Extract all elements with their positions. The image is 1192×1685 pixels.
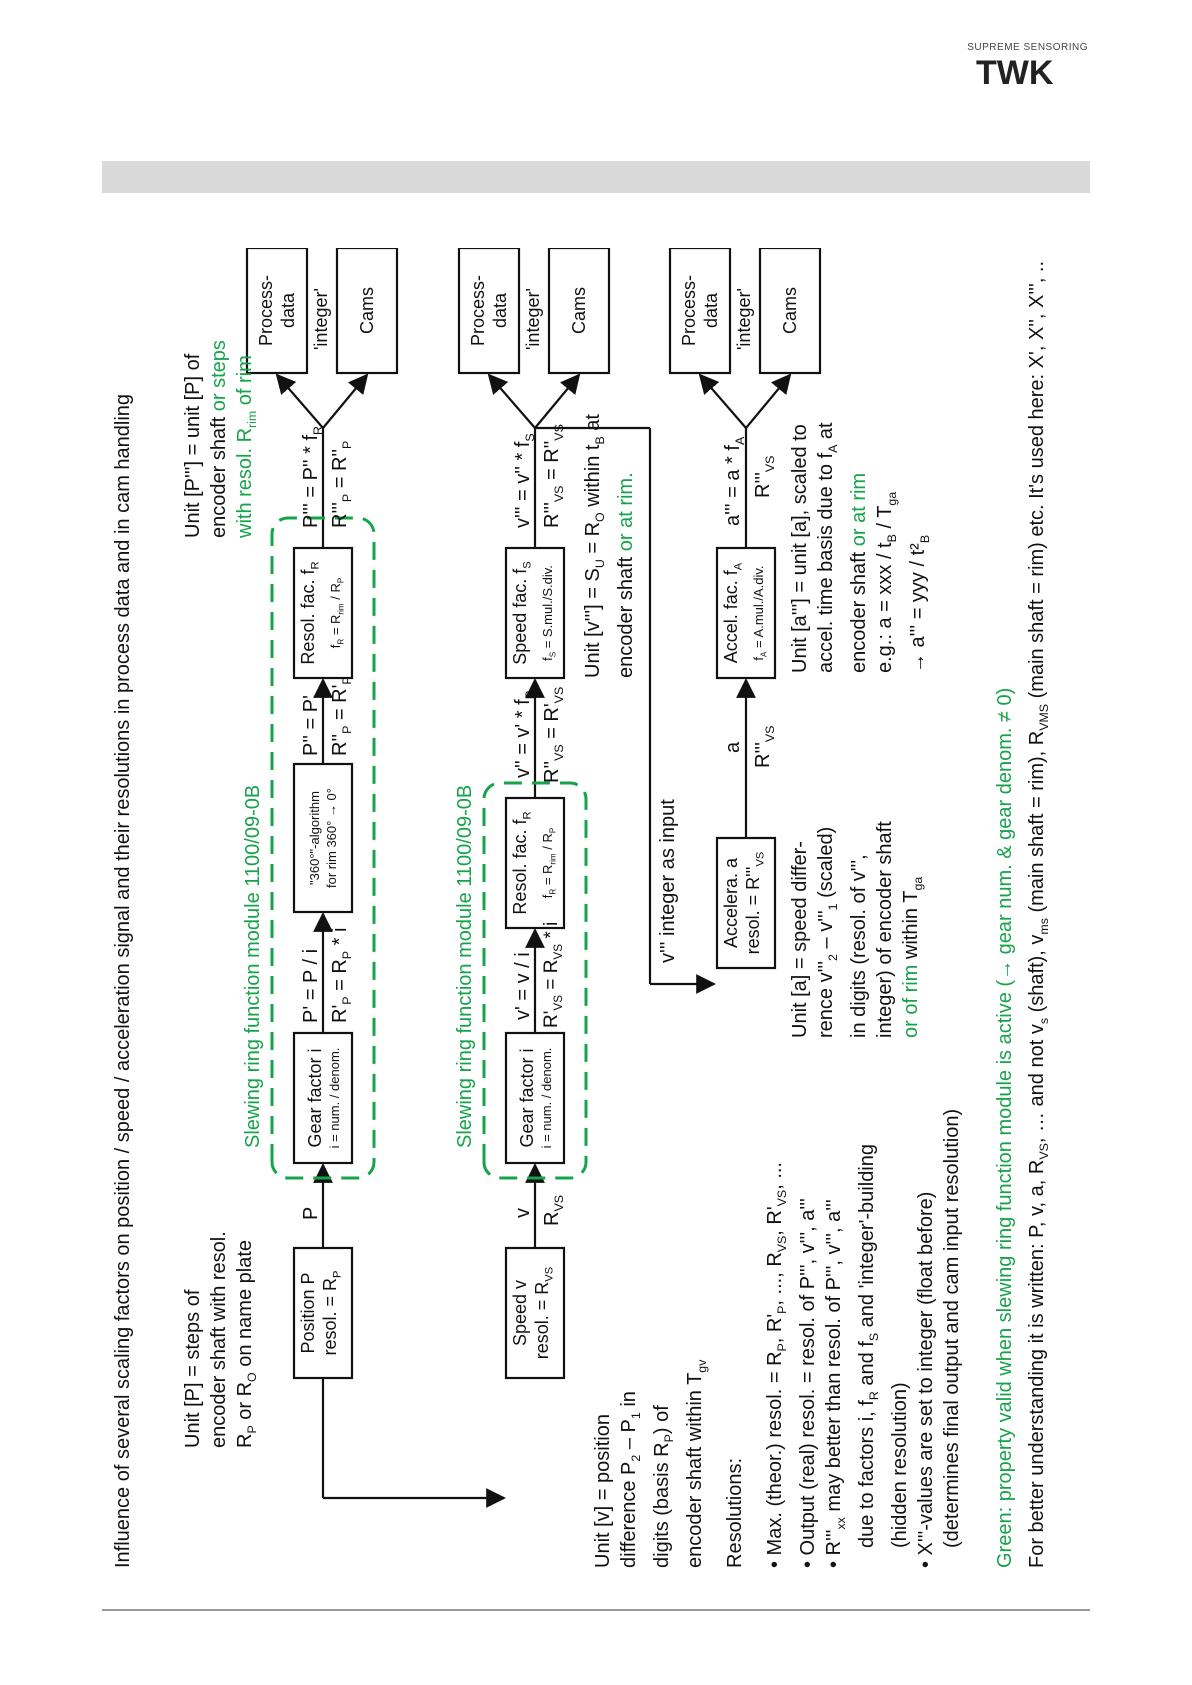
cams-box-1 xyxy=(335,248,399,375)
v-prime-label: v' = v / i xyxy=(512,952,534,1020)
algo-box-text: "360°"-algorithm for rim 360° → 0° xyxy=(307,788,339,888)
a-triple-prime-label: a''' = a * fA xyxy=(722,436,747,526)
accel-box-text: Accelera. a resol. = R'''VS xyxy=(721,851,767,955)
twk-logo-mark: TWK xyxy=(976,54,1054,92)
logo-text: TWK xyxy=(976,56,1054,86)
green-note: Green: property valid when slewing ring … xyxy=(994,687,1016,1568)
slewing-label-2: Slewing ring function module 1100/09-0B xyxy=(454,784,476,1148)
cams-box-2 xyxy=(547,248,611,375)
speed-unit-out-text: Unit [v'''] = SU = RO within tB at encod… xyxy=(582,414,637,678)
accel-unit-out-text: Unit [a'''] = unit [a], scaled to accel.… xyxy=(789,422,932,673)
p-prime-label: P' = P / i xyxy=(300,948,322,1023)
resol-box-1-text: Resol. fac. fR fR = Rrim / RP xyxy=(297,561,346,665)
integer-label-1: 'integer' xyxy=(311,288,331,350)
twk-logo: TWK xyxy=(976,54,1096,92)
rvs-double-prime-label: R''VS = R'VS xyxy=(541,686,566,783)
process-data-3: Process- data xyxy=(679,275,721,347)
ra-triple-prime-label: R'''VS xyxy=(752,455,777,498)
speed-unit-text: Unit [v] = position difference P2 – P1 i… xyxy=(592,1359,709,1568)
accel-unit-text: Unit [a] = speed differ- rence v'''2 – v… xyxy=(789,821,925,1038)
process-data-1: Process- data xyxy=(256,275,298,347)
signal-a: a xyxy=(722,741,744,753)
resol-box-2-text: Resol. fac. fR fR = Rrim / RP xyxy=(509,811,558,915)
process-box-1 xyxy=(245,248,309,375)
accfac-box-text: Accel. fac. fA fA = A.mul./A.div. xyxy=(720,562,769,664)
signal-v-res: RVS xyxy=(541,1195,566,1226)
diagram-lines xyxy=(245,248,822,1508)
process-data-2: Process- data xyxy=(468,275,510,347)
understanding-note: For better understanding it is written: … xyxy=(1026,260,1051,1568)
process-box-3 xyxy=(668,248,732,375)
rp-double-prime-label: R''P = R'P xyxy=(329,676,354,756)
diagram-title: Influence of several scaling factors on … xyxy=(112,393,134,1568)
speedfac-box-text: Speed fac. fS fS = S.mul./S.div. xyxy=(509,561,558,665)
integer-label-3: 'integer' xyxy=(734,288,754,350)
speed-box-text: Speed v resol. = RVS xyxy=(510,1266,556,1360)
position-unit-text: Unit [P] = steps of encoder shaft with r… xyxy=(182,1231,259,1448)
process-box-2 xyxy=(457,248,521,375)
header-bar xyxy=(102,161,1090,193)
rvs-triple-prime-label: R'''VS = R''VS xyxy=(541,424,566,528)
gear-box-1-text: Gear factor i i = num. / denom. xyxy=(304,1047,342,1149)
resolutions-block: Resolutions: • Max. (theor.) resol. = RP… xyxy=(724,1108,963,1568)
slewing-label-1: Slewing ring function module 1100/09-0B xyxy=(242,784,264,1148)
integer-input-label: v''' integer as input xyxy=(657,799,679,963)
signal-a-res: R'''VS xyxy=(752,725,777,768)
rvs-prime-label: R'VS = RVS * i xyxy=(541,921,565,1028)
cams-3: Cams xyxy=(780,287,800,335)
brand-tagline: SUPREME SENSORING xyxy=(967,42,1088,53)
signal-p: P xyxy=(300,1206,322,1220)
p-double-prime-label: P'' = P' xyxy=(300,695,322,756)
cams-1: Cams xyxy=(357,287,377,335)
gear-box-2-text: Gear factor i i = num. / denom. xyxy=(516,1047,554,1149)
cams-2: Cams xyxy=(569,287,589,335)
signal-v: v xyxy=(512,1208,534,1218)
position-box-text: Position P resol. = RP xyxy=(298,1270,344,1356)
slewing-module-outline-1 xyxy=(270,516,376,1180)
integer-label-2: 'integer' xyxy=(523,288,543,350)
cams-box-3 xyxy=(758,248,822,375)
footer-rule xyxy=(102,1609,1090,1611)
rp-triple-prime-label: R'''P = R''P xyxy=(329,440,354,528)
slewing-module-outline-2 xyxy=(482,781,588,1180)
rp-prime-label: R'P = RP * i xyxy=(329,927,354,1023)
diagram-canvas: Influence of several scaling factors on … xyxy=(102,248,1090,1568)
